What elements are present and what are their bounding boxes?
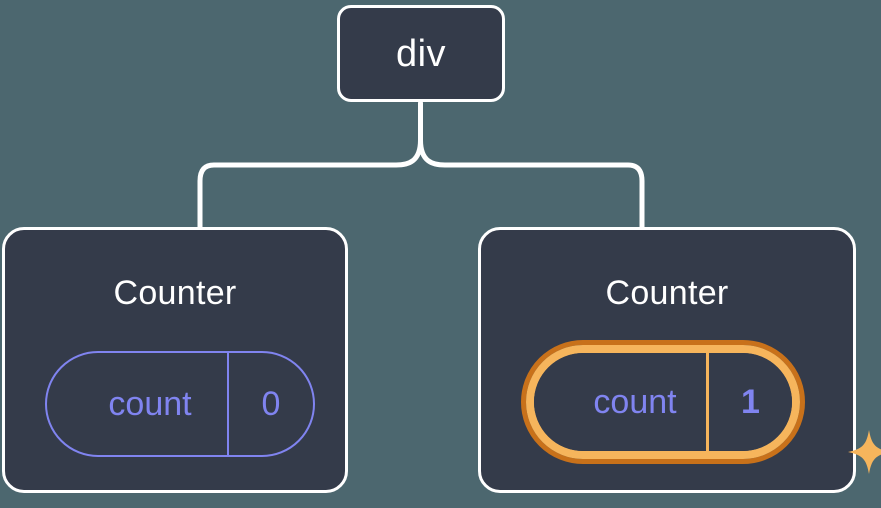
state-pill-right-inner: count 1 [534, 353, 792, 451]
diagram-canvas: div Counter count 0 Counter count 1 [2, 5, 881, 493]
node-counter-right[interactable]: Counter count 1 [478, 227, 881, 493]
sparkles-icon [848, 430, 881, 474]
state-value-left: 0 [227, 353, 313, 455]
node-counter-right-title: Counter [605, 274, 729, 312]
state-value-right: 1 [706, 353, 792, 451]
state-key-left: count [108, 385, 192, 423]
connector-to-left-child [197, 137, 423, 230]
state-pill-right[interactable]: count 1 [521, 340, 805, 464]
node-div-label: div [395, 32, 447, 75]
state-pill-left[interactable]: count 0 [45, 351, 315, 457]
connector-to-right-child [418, 137, 645, 230]
state-pill-left-wrapper: count 0 [45, 351, 315, 457]
node-div[interactable]: div [337, 5, 505, 102]
sparkle-large-icon [848, 430, 881, 474]
state-pill-right-wrapper: count 1 [521, 340, 881, 474]
node-counter-left[interactable]: Counter count 0 [2, 227, 348, 493]
node-counter-left-title: Counter [113, 274, 237, 312]
state-key-right: count [593, 383, 677, 421]
